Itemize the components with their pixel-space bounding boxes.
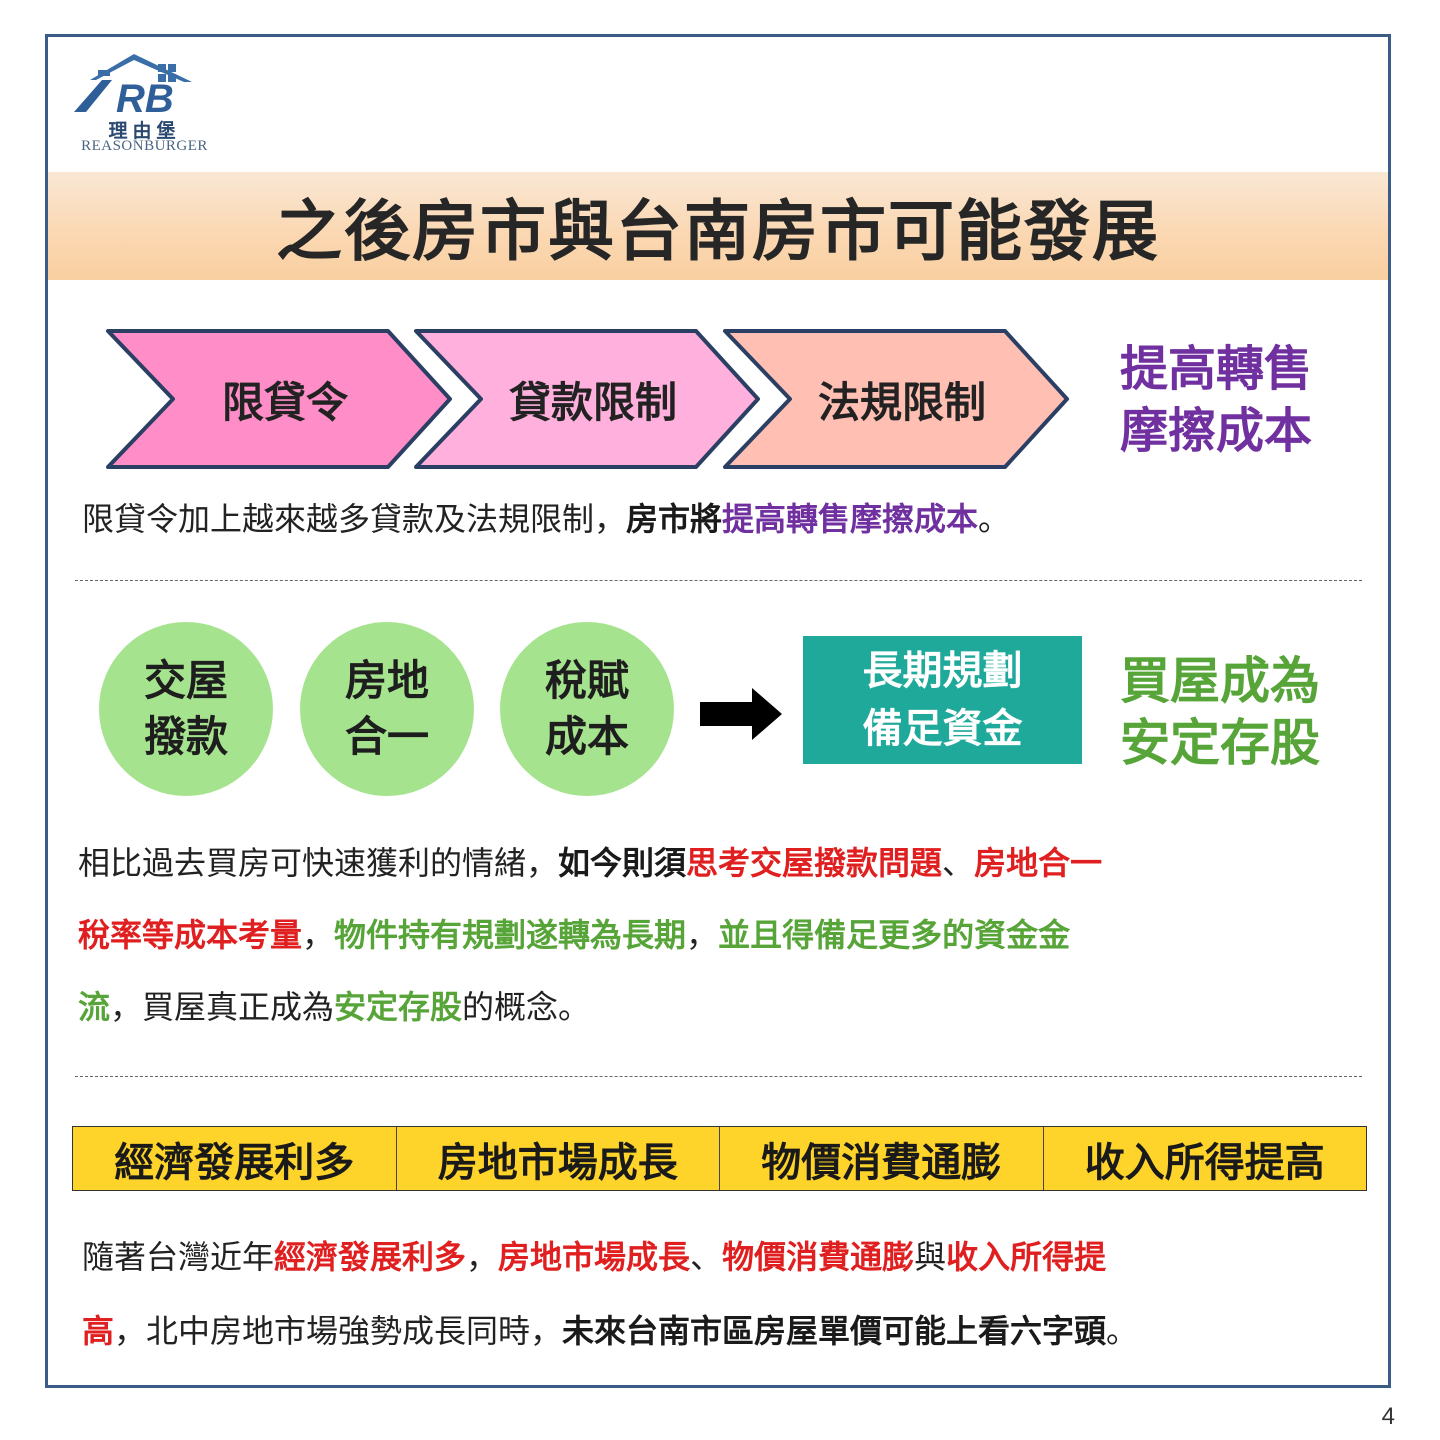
paragraph-3-line-2: 高，北中房地市場強勢成長同時，未來台南市區房屋單價可能上看六字頭。	[82, 1312, 1139, 1350]
chevron-label-2: 貸款限制	[508, 377, 677, 427]
chevron-loan-limit-order	[106, 329, 452, 469]
growth-factors-row: 經濟發展利多 房地市場成長 物價消費通膨 收入所得提高	[72, 1126, 1367, 1191]
arrow-right-icon	[700, 688, 782, 740]
stable-stock-result: 買屋成為 安定存股	[1120, 652, 1320, 772]
paragraph-2-line-1: 相比過去買房可快速獲利的情緒，如今則須思考交屋撥款問題、房地合一	[78, 844, 1103, 882]
long-term-planning-box: 長期規劃備足資金	[803, 636, 1082, 764]
title-band	[48, 172, 1388, 280]
chevron-loan-restriction	[414, 329, 760, 469]
friction-cost-result: 提高轉售 摩擦成本	[1120, 341, 1313, 459]
circle-tax-cost: 稅賦成本	[500, 622, 674, 796]
page-number: 4	[1381, 1403, 1395, 1430]
chevron-label-3: 法規限制	[817, 377, 986, 427]
circle-land-house-unified: 房地合一	[300, 622, 474, 796]
dashed-divider-2	[75, 1076, 1362, 1077]
logo-english-name: REASONBURGER	[81, 138, 208, 154]
paragraph-3-line-1: 隨著台灣近年經濟發展利多，房地市場成長、物價消費通膨與收入所得提	[82, 1238, 1107, 1276]
factor-economic-development: 經濟發展利多	[73, 1127, 397, 1190]
dashed-divider-1	[75, 580, 1362, 581]
paragraph-loan-restriction: 限貸令加上越來越多貸款及法規限制，房市將提高轉售摩擦成本。	[82, 500, 1011, 538]
circle-handover-payment: 交屋撥款	[99, 622, 273, 796]
factor-market-growth: 房地市場成長	[397, 1127, 720, 1190]
reasonburger-logo: RB	[74, 54, 192, 121]
paragraph-2-line-3: 流，買屋真正成為安定存股的概念。	[78, 988, 591, 1026]
svg-text:RB: RB	[116, 77, 174, 121]
factor-inflation: 物價消費通膨	[720, 1127, 1044, 1190]
paragraph-2-line-2: 稅率等成本考量，物件持有規劃遂轉為長期，並且得備足更多的資金金	[78, 916, 1071, 954]
chevron-label-1: 限貸令	[221, 377, 348, 427]
chevron-regulation-restriction	[723, 329, 1069, 469]
page-title: 之後房市與台南房市可能發展	[276, 193, 1160, 270]
factor-income-rise: 收入所得提高	[1084, 1139, 1325, 1186]
logo-chinese-name: 理由堡	[108, 120, 181, 142]
